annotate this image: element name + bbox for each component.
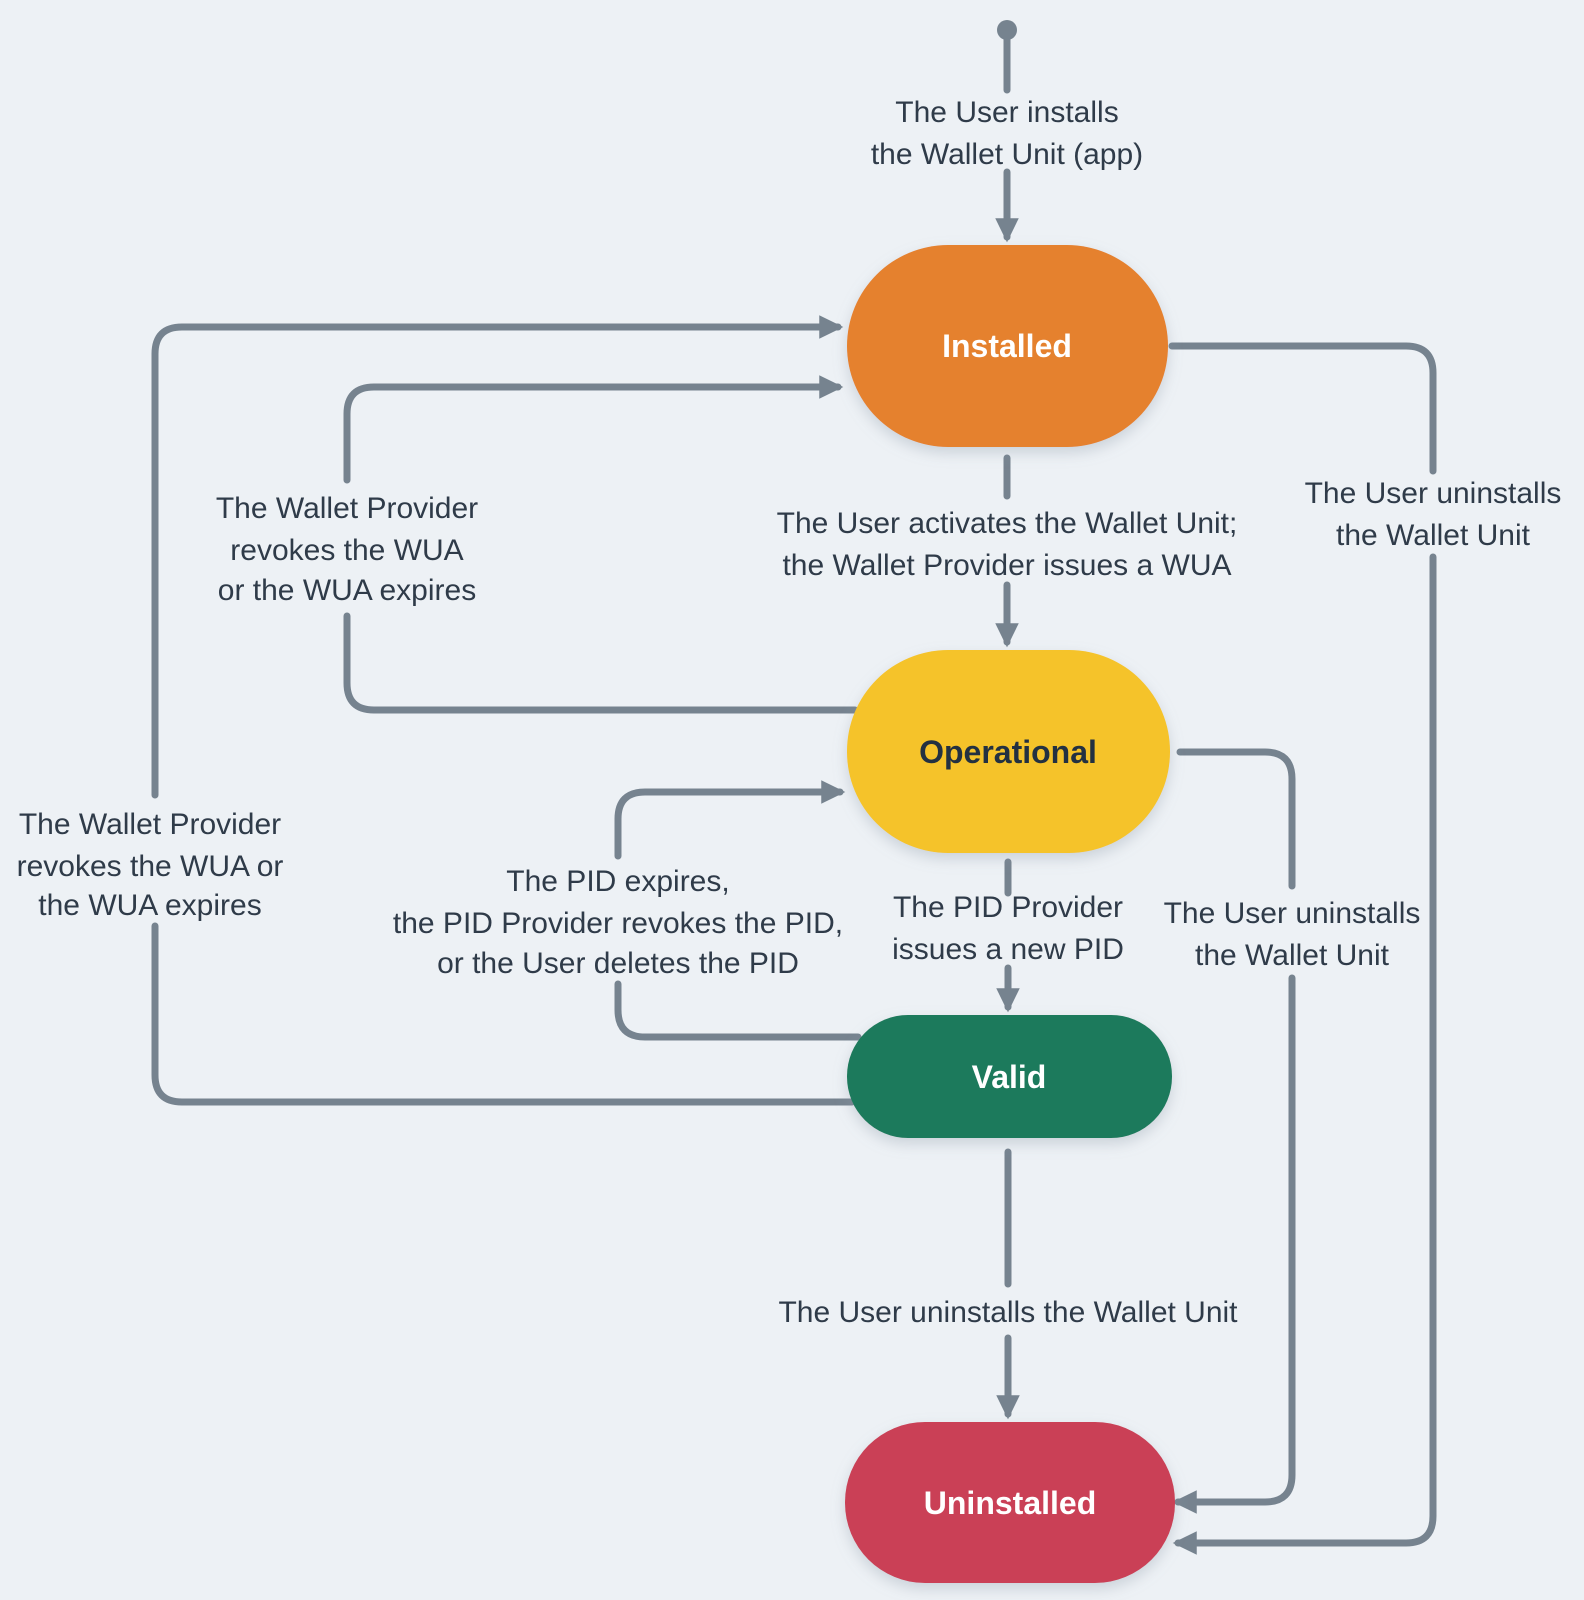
node-installed — [847, 245, 1168, 447]
edge-revoke-wua-valid-label-line: revokes the WUA or — [17, 850, 284, 883]
edge-pid-expires-label-line: the PID Provider revokes the PID, — [393, 907, 843, 940]
edge-labels: The User installs the Wallet Unit (app) … — [17, 96, 1562, 1329]
edge-activate-label-line: The User activates the Wallet Unit; — [777, 507, 1238, 540]
edge-uninstall-from-operational-label-line: the Wallet Unit — [1195, 939, 1390, 972]
edge-revoke-wua-valid-label-line: the WUA expires — [38, 889, 261, 922]
edge-revoke-wua-operational-arrow — [343, 387, 855, 714]
edge-pid-expires-label-line: or the User deletes the PID — [437, 947, 799, 980]
edge-issue-new-pid-label-line: issues a new PID — [892, 933, 1124, 966]
node-uninstalled-label: Uninstalled — [924, 1485, 1096, 1521]
edge-activate-label-line: the Wallet Provider issues a WUA — [782, 549, 1231, 582]
edge-revoke-wua-operational-label-line: The Wallet Provider — [216, 492, 478, 525]
edge-issue-new-pid-label-line: The PID Provider — [893, 891, 1123, 924]
edge-revoke-wua-operational-label-line: or the WUA expires — [218, 574, 476, 607]
edge-revoke-wua-valid-arrow — [151, 327, 852, 1106]
edge-uninstall-from-installed-label-line: The User uninstalls — [1305, 477, 1562, 510]
node-uninstalled — [845, 1422, 1175, 1583]
node-installed-label: Installed — [942, 328, 1072, 364]
edge-revoke-wua-operational-label-line: revokes the WUA — [230, 534, 463, 567]
edge-revoke-wua-valid-label-line: The Wallet Provider — [19, 808, 281, 841]
node-operational — [847, 650, 1170, 853]
node-valid-label: Valid — [972, 1059, 1047, 1095]
edge-install-label-line: The User installs — [895, 96, 1118, 129]
node-valid — [847, 1015, 1172, 1138]
edge-uninstall-from-installed-label-line: the Wallet Unit — [1336, 519, 1531, 552]
edge-pid-expires-label-line: The PID expires, — [506, 865, 729, 898]
edge-uninstall-from-valid-label-line: The User uninstalls the Wallet Unit — [778, 1296, 1238, 1329]
edge-uninstall-from-operational-label-line: The User uninstalls — [1164, 897, 1421, 930]
start-state-dot — [997, 20, 1017, 40]
edge-pid-expires-arrow — [614, 792, 858, 1041]
node-operational-label: Operational — [919, 734, 1097, 770]
edge-uninstall-from-installed-arrow — [1172, 342, 1437, 1543]
edge-install-label-line: the Wallet Unit (app) — [871, 138, 1143, 171]
state-nodes: Installed Operational Valid Uninstalled — [845, 245, 1175, 1583]
edge-uninstall-from-operational-arrow — [1178, 748, 1296, 1502]
edge-lines — [151, 20, 1437, 1543]
